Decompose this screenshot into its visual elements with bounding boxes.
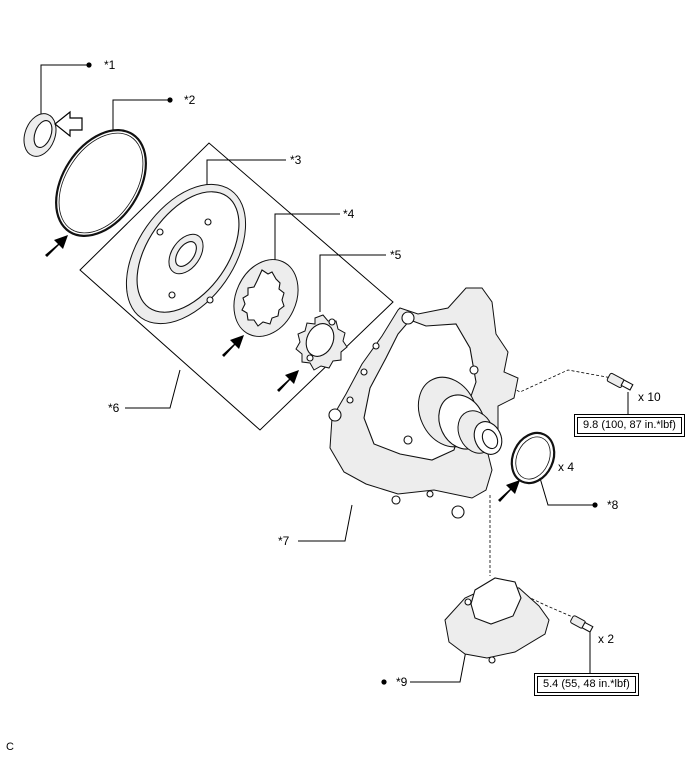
quantity-seal-rings: x 4 bbox=[558, 460, 575, 474]
transmission-case-part bbox=[328, 287, 519, 519]
white-arrow-icon bbox=[54, 110, 83, 138]
label-part-4: *4 bbox=[343, 207, 355, 221]
bolt-dash-line-upper bbox=[494, 369, 613, 393]
label-part-3: *3 bbox=[290, 153, 302, 167]
label-part-6: *6 bbox=[108, 401, 120, 415]
corner-code: C bbox=[6, 741, 14, 753]
torque-value-large: 9.8 (100, 87 in.*lbf) bbox=[577, 417, 682, 434]
label-part-5: *5 bbox=[390, 248, 402, 262]
torque-spec-large-bolt: 9.8 (100, 87 in.*lbf) bbox=[574, 414, 685, 437]
outer-rotor-part bbox=[233, 259, 299, 337]
bolt-dash-line-lower bbox=[517, 591, 576, 619]
leader-lines bbox=[40, 64, 629, 683]
oil-seal-part bbox=[23, 113, 57, 157]
bolt-small-part bbox=[570, 615, 594, 633]
label-part-1: *1 bbox=[104, 58, 116, 72]
label-part-9: *9 bbox=[396, 675, 408, 689]
label-part-2: *2 bbox=[184, 93, 196, 107]
torque-spec-small-bolt: 5.4 (55, 48 in.*lbf) bbox=[534, 673, 639, 696]
quantity-bolts-small: x 2 bbox=[598, 632, 615, 646]
black-arrow-icon bbox=[45, 235, 520, 502]
filled-circle-icon bbox=[86, 62, 598, 685]
quantity-bolts-large: x 10 bbox=[638, 390, 661, 404]
o-ring-part bbox=[55, 129, 147, 237]
label-part-7: *7 bbox=[278, 534, 290, 548]
inner-rotor-part bbox=[295, 314, 348, 371]
pump-plate-part bbox=[125, 183, 247, 325]
torque-value-small: 5.4 (55, 48 in.*lbf) bbox=[537, 676, 636, 693]
bolt-large-part bbox=[606, 372, 634, 391]
kit-outline-box bbox=[79, 142, 394, 431]
oil-strainer-part bbox=[444, 577, 550, 664]
seal-ring-part bbox=[510, 431, 556, 485]
label-part-8: *8 bbox=[607, 498, 619, 512]
